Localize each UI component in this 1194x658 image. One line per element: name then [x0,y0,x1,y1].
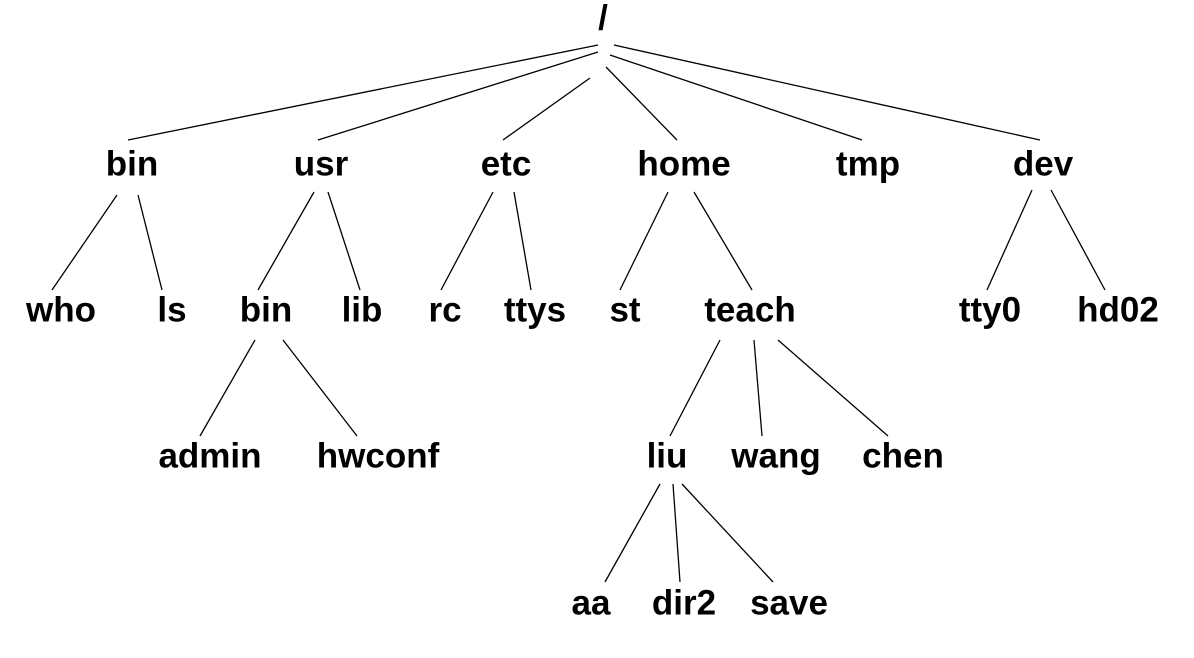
edge-usr-to-lib [327,191,361,291]
tree-labels: / bin usr etc home tmp dev who ls bin lib rc ttys st t… [25,0,1159,622]
node-aa: aa [572,583,611,622]
edge-root-to-tmp [609,54,863,141]
edge-liu-to-dir2 [672,483,681,583]
node-tmp: tmp [836,144,900,183]
edge-teach-to-liu [669,339,721,437]
node-ttys: ttys [504,290,566,329]
node-st: st [609,290,640,329]
node-wang: wang [730,436,820,475]
edge-root-to-dev [613,44,1041,141]
edge-root-to-bin [127,44,599,141]
node-save: save [750,583,828,622]
node-root: / [598,0,608,37]
node-etc: etc [481,144,532,183]
edge-bin-to-who [51,194,118,291]
edge-etc-to-rc [440,191,494,291]
edge-bin-to-ls [137,194,163,291]
node-tty0: tty0 [959,290,1021,329]
node-home: home [637,144,730,183]
edge-usr-to-usr_bin [257,191,315,291]
node-admin: admin [158,436,261,475]
edge-home-to-teach [693,191,753,291]
node-liu: liu [647,436,688,475]
node-ls: ls [157,290,186,329]
node-bin: bin [106,144,158,183]
node-teach: teach [704,290,795,329]
node-dev: dev [1013,144,1074,183]
node-dir2: dir2 [652,583,716,622]
edge-usr_bin-to-hwconf [282,339,358,437]
tree-edges [51,44,1106,583]
edge-liu-to-save [681,483,774,583]
node-rc: rc [428,290,461,329]
edge-root-to-home [605,66,678,141]
node-usr: usr [294,144,349,183]
node-usr-bin: bin [240,290,292,329]
edge-root-to-usr [317,51,599,141]
edge-dev-to-hd02 [1050,189,1106,291]
node-who: who [25,290,96,329]
node-hd02: hd02 [1077,290,1159,329]
edge-dev-to-tty0 [986,189,1033,291]
edge-liu-to-aa [604,483,661,583]
edge-etc-to-ttys [513,191,532,291]
edge-home-to-st [619,191,669,291]
edge-teach-to-wang [753,339,763,437]
edge-root-to-etc [502,77,591,141]
node-chen: chen [862,436,944,475]
edge-usr_bin-to-admin [199,339,256,437]
node-lib: lib [342,290,383,329]
edge-teach-to-chen [777,339,889,437]
node-hwconf: hwconf [317,436,440,475]
